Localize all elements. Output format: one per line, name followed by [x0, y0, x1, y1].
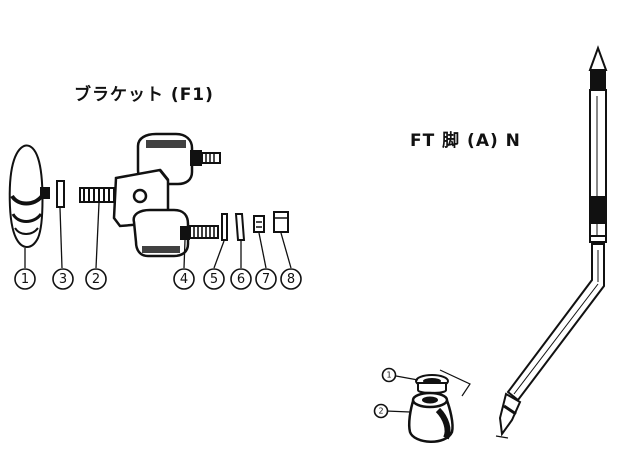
part-cap-nut-8	[273, 211, 289, 233]
part-lock-washer-6	[234, 213, 246, 241]
bracket-title: ブラケット (F1)	[74, 85, 214, 105]
callout-7: 7	[255, 268, 277, 290]
part-nut-7	[253, 215, 265, 233]
part-knob	[8, 144, 50, 248]
part-bracket-body	[112, 132, 221, 258]
callout-8-circle	[280, 268, 302, 290]
callout-3: 3	[52, 268, 74, 290]
callout-4-label: 4	[180, 272, 188, 287]
callout-r1-circle	[381, 367, 397, 383]
callout-6-circle	[230, 268, 252, 290]
leader-lines	[24, 202, 292, 269]
callout-3-label: 3	[59, 272, 67, 287]
callout-6-label: 6	[237, 272, 245, 287]
callout-5-label: 5	[210, 272, 218, 287]
part-foot-ring	[415, 374, 449, 394]
part-washer-3	[56, 180, 65, 208]
callout-8-label: 8	[287, 272, 295, 287]
callout-5: 5	[203, 268, 225, 290]
callout-r1-label: 1	[386, 371, 391, 380]
part-leg-rod	[498, 45, 608, 437]
callout-r2-circle	[373, 403, 389, 419]
callout-r2: 2	[373, 403, 389, 419]
part-washer-5	[221, 213, 228, 241]
right-leader-lines	[385, 369, 509, 439]
callout-5-circle	[203, 268, 225, 290]
callout-3-circle	[52, 268, 74, 290]
callout-7-label: 7	[262, 272, 270, 287]
callout-2-label: 2	[92, 272, 100, 287]
callout-2: 2	[85, 268, 107, 290]
callout-7-circle	[255, 268, 277, 290]
callout-2-circle	[85, 268, 107, 290]
right-callouts: 12	[373, 367, 397, 419]
callout-4: 4	[173, 268, 195, 290]
left-callouts: 1 3 2 4 5 6 7 8	[14, 268, 302, 290]
callout-1: 1	[14, 268, 36, 290]
callout-4-circle	[173, 268, 195, 290]
part-foot-cap	[407, 391, 454, 443]
callout-1-label: 1	[21, 272, 29, 287]
callout-r2-label: 2	[378, 407, 383, 416]
part-stud-2	[79, 187, 119, 203]
callout-r1: 1	[381, 367, 397, 383]
ft-leg-title: FT 脚 (A) N	[410, 131, 521, 151]
callout-6: 6	[230, 268, 252, 290]
callout-8: 8	[280, 268, 302, 290]
part-bolt-4	[189, 225, 219, 239]
callout-1-circle	[14, 268, 36, 290]
